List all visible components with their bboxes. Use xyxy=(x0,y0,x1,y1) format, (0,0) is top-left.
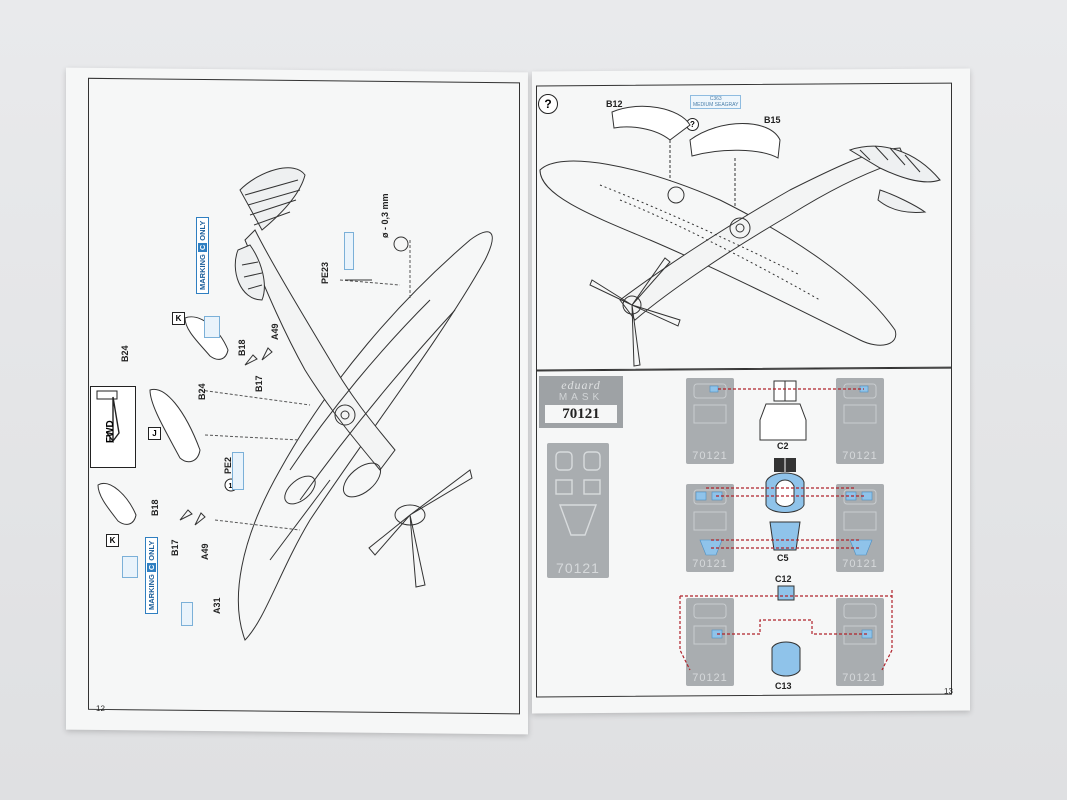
color-chip-lower xyxy=(122,556,138,578)
mask-brand: eduard xyxy=(561,378,601,392)
part-label-c13: C13 xyxy=(775,681,792,691)
part-label-b15: B15 xyxy=(764,115,781,125)
eduard-mask-logo: eduard MASK 70121 xyxy=(539,376,623,428)
mask-code: 70121 xyxy=(545,405,617,423)
paint-reference: C363 MEDIUM SEAGRAY xyxy=(690,95,742,109)
part-label-c5: C5 xyxy=(777,553,789,563)
mask-sheet-number: 70121 xyxy=(556,560,600,576)
mask-sheet-number: 70121 xyxy=(842,450,878,462)
color-chip-mid xyxy=(232,452,244,490)
fwd-arrow-icon xyxy=(96,390,120,444)
mask-sheet-number: 70121 xyxy=(692,672,728,684)
step-box-k-lower: K xyxy=(106,534,119,547)
mask-sheet-number: 70121 xyxy=(842,672,878,684)
color-chip-a31 xyxy=(181,602,193,626)
mask-sheet-number: 70121 xyxy=(692,558,728,570)
color-chip-upper xyxy=(204,316,220,338)
question-icon: ? xyxy=(538,94,558,114)
paint-name: MEDIUM SEAGRAY xyxy=(693,102,739,108)
paint-code: C363 xyxy=(709,96,722,102)
svg-text:1: 1 xyxy=(229,483,233,490)
fwd-arrow-box: FWD xyxy=(90,386,136,468)
step-box-j: J xyxy=(148,427,161,440)
mask-sheet-number: 70121 xyxy=(692,450,728,462)
part-label-c2: C2 xyxy=(777,441,789,451)
mask-sheet-overview: 70121 xyxy=(547,443,609,578)
step-box-k-upper: K xyxy=(172,312,185,325)
part-label-b12: B12 xyxy=(606,99,623,109)
color-chip-pe23 xyxy=(344,232,354,270)
mask-word: MASK xyxy=(558,392,604,403)
mask-sheet-number: 70121 xyxy=(842,558,878,570)
part-label-c12: C12 xyxy=(775,574,792,584)
